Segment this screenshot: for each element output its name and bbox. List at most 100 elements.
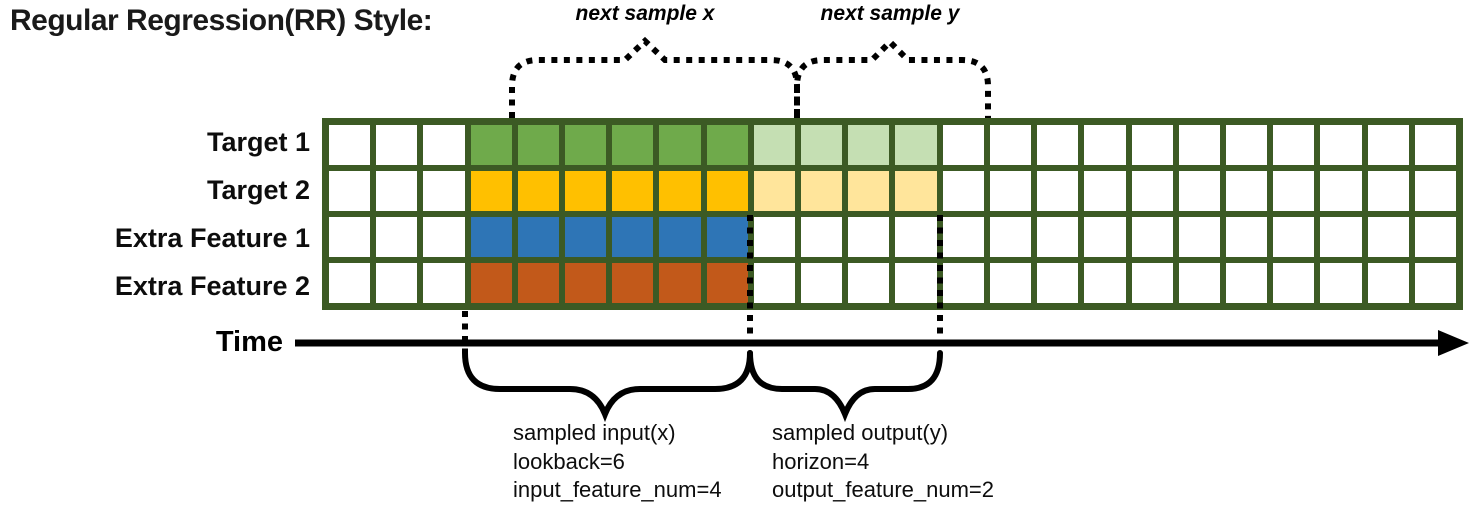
grid-cell <box>1225 217 1268 257</box>
grid-cell <box>470 263 512 303</box>
grid-cell <box>989 217 1032 257</box>
grid-cell <box>517 171 560 211</box>
grid-cell <box>659 171 701 211</box>
grid-cell <box>565 263 607 303</box>
grid-cell <box>470 125 512 165</box>
grid-cell <box>470 217 512 257</box>
grid-cell <box>942 263 984 303</box>
grid-cell <box>1037 171 1079 211</box>
sampled-input-note: sampled input(x) lookback=6 input_featur… <box>513 419 722 505</box>
input-feature-num-value: input_feature_num=4 <box>513 477 722 502</box>
grid-cell <box>1273 171 1315 211</box>
grid-cell <box>1225 263 1268 303</box>
grid-cell <box>1320 125 1362 165</box>
grid-cell <box>1178 217 1220 257</box>
grid-cell <box>329 171 371 211</box>
row-label-extra-feature-1: Extra Feature 1 <box>114 222 310 253</box>
time-grid <box>322 118 1463 310</box>
grid-cell <box>659 125 701 165</box>
grid-cell <box>1131 263 1173 303</box>
grid-cell <box>801 171 843 211</box>
grid-cell <box>1178 125 1220 165</box>
grid-cell <box>753 263 796 303</box>
grid-cell <box>1084 263 1126 303</box>
grid-cell <box>706 171 748 211</box>
time-axis-label: Time <box>215 326 283 358</box>
grid-cell <box>1320 217 1362 257</box>
grid-cell <box>1131 171 1173 211</box>
grid-cell <box>1037 263 1079 303</box>
grid-cell <box>1084 217 1126 257</box>
grid-cell <box>706 263 748 303</box>
grid-cell <box>1414 125 1456 165</box>
grid-cell <box>1273 263 1315 303</box>
grid-cell <box>659 217 701 257</box>
grid-cell <box>1178 171 1220 211</box>
grid-cell <box>989 263 1032 303</box>
grid-cell <box>989 125 1032 165</box>
sampled-output-note: sampled output(y) horizon=4 output_featu… <box>772 419 994 505</box>
grid-cell <box>895 125 937 165</box>
output-feature-num-value: output_feature_num=2 <box>772 477 995 502</box>
grid-cell <box>801 125 843 165</box>
grid-cell <box>329 217 371 257</box>
next-sample-y-brace <box>794 37 991 118</box>
grid-cell <box>1178 263 1220 303</box>
grid-cell <box>612 171 654 211</box>
sampled-output-brace <box>747 350 943 423</box>
grid-cell <box>517 125 560 165</box>
next-sample-x-label: next sample x <box>575 2 715 25</box>
next-sample-y-label: next sample y <box>820 2 960 25</box>
grid-cell <box>423 125 465 165</box>
lookback-value: lookback=6 <box>513 448 625 474</box>
grid-cell <box>753 125 796 165</box>
grid-cell <box>612 217 654 257</box>
sampled-input-title: sampled input(x) <box>513 420 676 445</box>
grid-cell <box>1367 217 1409 257</box>
grid-cell <box>612 263 654 303</box>
grid-cell <box>942 125 984 165</box>
grid-cell <box>376 125 418 165</box>
grid-cell <box>753 217 796 257</box>
grid-cell <box>848 171 890 211</box>
grid-cell <box>376 171 418 211</box>
grid-cell <box>706 125 748 165</box>
grid-cell <box>565 217 607 257</box>
grid-cell <box>1320 171 1362 211</box>
grid-cell <box>848 125 890 165</box>
grid-cell <box>1367 263 1409 303</box>
grid-cell <box>989 171 1032 211</box>
grid-cell <box>1273 217 1315 257</box>
grid-cell <box>895 263 937 303</box>
grid-cell <box>1414 171 1456 211</box>
grid-cell <box>1367 125 1409 165</box>
row-label-target-2: Target 2 <box>206 174 310 205</box>
grid-cell <box>1037 217 1079 257</box>
sampled-output-title: sampled output(y) <box>772 420 949 445</box>
grid-cell <box>848 217 890 257</box>
grid-cell <box>895 217 937 257</box>
grid-cell <box>942 171 984 211</box>
grid-cell <box>1084 125 1126 165</box>
grid-cell <box>1084 171 1126 211</box>
grid-cell <box>659 263 701 303</box>
grid-cell <box>376 217 418 257</box>
grid-cell <box>706 217 748 257</box>
grid-cell <box>848 263 890 303</box>
time-axis-arrowhead-icon <box>1438 330 1469 356</box>
grid-cell <box>423 171 465 211</box>
grid-cell <box>1225 171 1268 211</box>
diagram-title: Regular Regression(RR) Style: <box>10 4 433 37</box>
grid-cell <box>329 263 371 303</box>
grid-cell <box>565 171 607 211</box>
grid-cell <box>1273 125 1315 165</box>
grid-cell <box>1367 171 1409 211</box>
grid-cell <box>517 263 560 303</box>
grid-cell <box>801 263 843 303</box>
row-label-target-1: Target 1 <box>206 126 310 157</box>
grid-cell <box>1414 263 1456 303</box>
horizon-value: horizon=4 <box>772 448 870 474</box>
next-sample-x-brace <box>509 36 800 118</box>
grid-cell <box>423 263 465 303</box>
